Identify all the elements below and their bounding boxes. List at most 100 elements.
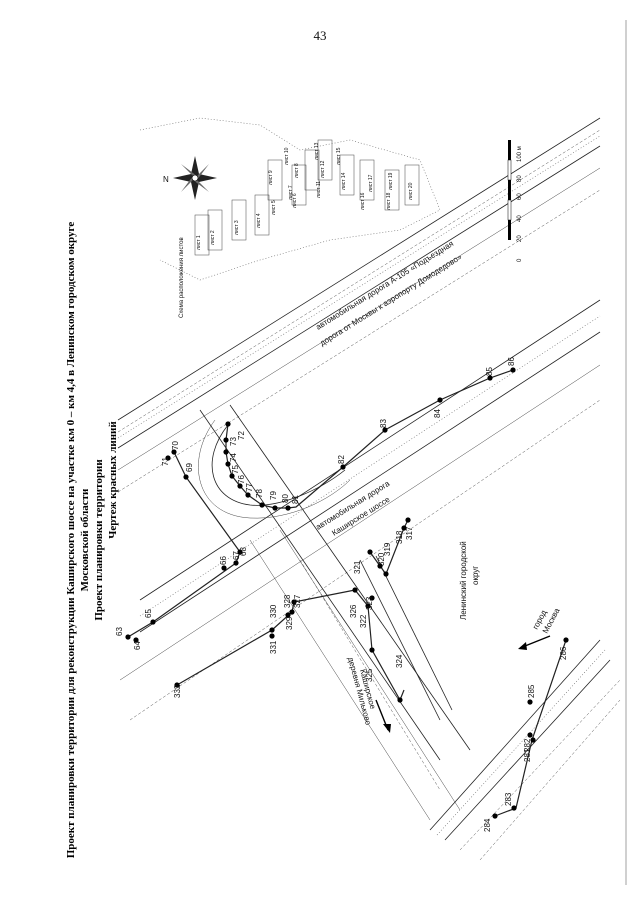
- point-85-label: 85: [485, 367, 494, 376]
- arrow-to-moscow-head: [518, 642, 527, 650]
- point-285: [527, 699, 533, 705]
- point-317-label: 317: [405, 526, 414, 540]
- title-line-4: Чертеж красных линий: [107, 421, 119, 539]
- point-79-label: 79: [269, 491, 278, 500]
- point-78: [245, 492, 251, 498]
- inset-sheet-12: лист 12: [320, 160, 326, 178]
- point-82-label: 82: [337, 455, 346, 464]
- title-line-3: Проект планировки территории: [93, 459, 105, 621]
- scale-20: 20: [517, 235, 523, 242]
- inset-sheet-4: лист 4: [256, 213, 262, 228]
- inset-sheet-13: лист 13: [314, 142, 320, 160]
- compass-north-label: N: [163, 175, 169, 184]
- point-332: [174, 682, 180, 688]
- inset-sheet-2: лист 2: [210, 230, 216, 245]
- point-321-label: 321: [353, 560, 362, 574]
- point-321: [367, 549, 373, 555]
- point-85: [487, 375, 493, 381]
- point-329-label: 329: [285, 616, 294, 630]
- point-83-label: 83: [379, 419, 388, 428]
- point-68: [237, 549, 243, 555]
- point-286-label: 286: [559, 646, 568, 660]
- inset-sheet-6: лист 6: [292, 193, 298, 208]
- point-323-label: 323: [365, 596, 374, 610]
- point-326: [352, 587, 358, 593]
- point-325-label: 325: [365, 668, 374, 682]
- point-63-label: 63: [115, 627, 124, 636]
- inset-sheet-19: лист 19: [388, 172, 394, 190]
- page-number: 43: [313, 28, 327, 43]
- point-66-label: 66: [219, 556, 228, 565]
- point-331: [269, 633, 275, 639]
- point-73-label: 73: [229, 437, 238, 446]
- point-332-label: 332: [173, 684, 182, 698]
- point-65-label: 65: [144, 609, 153, 618]
- point-318-label: 318: [395, 530, 404, 544]
- point-281-label: 281: [523, 748, 532, 762]
- point-319: [383, 571, 389, 577]
- ramp-loop-outer: [198, 419, 351, 519]
- point-330: [269, 627, 275, 633]
- point-71: [165, 455, 171, 461]
- point-284: [492, 813, 498, 819]
- inset-sheet-9: лист 9: [268, 170, 274, 185]
- point-327-label: 327: [293, 594, 302, 608]
- point-329: [285, 612, 291, 618]
- point-70-label: 70: [171, 441, 180, 450]
- red-lines: [127, 369, 567, 817]
- scale-100: 100 м: [517, 146, 523, 162]
- point-282: [527, 732, 533, 738]
- point-63: [125, 634, 131, 640]
- point-65: [150, 619, 156, 625]
- road-labels: автомобильная дорога А-105 «Подъездная д…: [314, 239, 562, 726]
- inset-sheet-5: лист 5: [271, 200, 277, 215]
- point-69: [183, 474, 189, 480]
- point-75-label: 75: [231, 465, 240, 474]
- point-283: [511, 805, 517, 811]
- point-67: [233, 560, 239, 566]
- point-76: [229, 473, 235, 479]
- point-83: [382, 427, 388, 433]
- point-82: [340, 464, 346, 470]
- point-320: [377, 563, 383, 569]
- label-district-line2: округ: [471, 566, 480, 585]
- ramp-loop: [211, 424, 346, 506]
- point-328-label: 328: [283, 594, 292, 608]
- point-81: [285, 505, 291, 511]
- point-64-label: 64: [133, 641, 142, 650]
- point-76-label: 76: [237, 475, 246, 484]
- inset-sheet-7: лист 7: [288, 185, 294, 200]
- point-84-label: 84: [433, 409, 442, 418]
- point-322: [365, 603, 371, 609]
- inset-sheet-10: лист 10: [284, 147, 290, 165]
- point-66: [221, 565, 227, 571]
- point-86-label: 86: [507, 357, 516, 366]
- kashirskoe-road: [199, 404, 471, 821]
- point-74: [223, 449, 229, 455]
- inset-sheet-16: лист 16: [360, 192, 366, 210]
- point-77: [237, 483, 243, 489]
- inset-sheet-11: лист 11: [316, 181, 322, 198]
- title-line-1: Проект планировки территории для реконст…: [65, 222, 77, 859]
- point-328: [289, 609, 295, 615]
- point-282-label: 282: [523, 738, 532, 752]
- point-324-label: 324: [395, 654, 404, 668]
- point-81-label: 81: [291, 495, 300, 504]
- label-district-line1: Ленинский городской: [459, 541, 468, 620]
- point-80: [272, 505, 278, 511]
- point-317: [405, 517, 411, 523]
- point-73: [223, 437, 229, 443]
- inset-sheet-14: лист 14: [341, 172, 347, 190]
- point-330-label: 330: [269, 604, 278, 618]
- point-86: [510, 367, 516, 373]
- point-331-label: 331: [269, 640, 278, 654]
- title-line-2: Московской области: [79, 488, 91, 591]
- point-327: [291, 599, 297, 605]
- point-70: [171, 449, 177, 455]
- point-281: [530, 737, 536, 743]
- point-323: [369, 595, 375, 601]
- point-324: [397, 697, 403, 703]
- point-326-label: 326: [349, 604, 358, 618]
- point-284-label: 284: [483, 818, 492, 832]
